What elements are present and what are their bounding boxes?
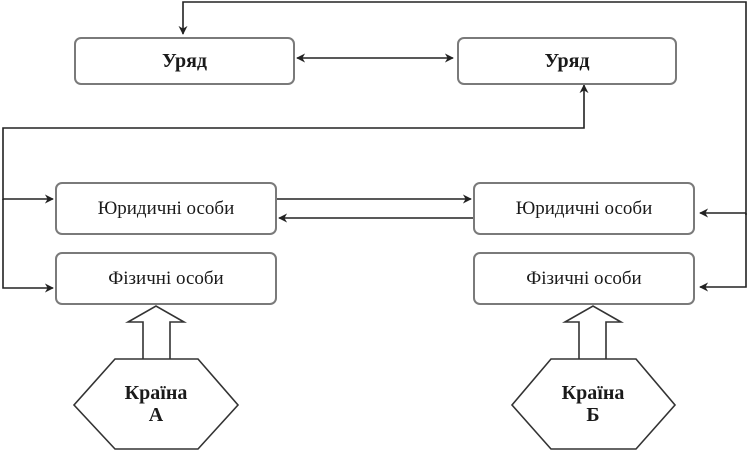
- gov-a-label: Уряд: [161, 49, 208, 72]
- edge-left-loop-to-gov-b: [2, 84, 589, 200]
- block-arrow-country-b: [561, 305, 625, 360]
- country-b-line2: Б: [586, 404, 600, 426]
- country-b-label: Країна Б: [537, 382, 649, 426]
- gov-a-box: Уряд: [74, 37, 295, 85]
- block-arrow-country-a: [124, 305, 188, 360]
- legal-b-label: Юридичні особи: [515, 197, 653, 219]
- phys-b-label: Фізичні особи: [526, 267, 642, 289]
- edge-right-loop-to-phys-b: [699, 213, 747, 292]
- legal-a-box: Юридичні особи: [55, 182, 277, 235]
- country-b-line1: Країна: [561, 382, 625, 404]
- legal-b-box: Юридичні особи: [473, 182, 695, 235]
- edge-left-loop-to-phys-a: [2, 199, 54, 293]
- phys-b-box: Фізичні особи: [473, 252, 695, 305]
- gov-b-label: Уряд: [544, 49, 590, 72]
- country-a-hexagon: [72, 358, 240, 450]
- country-b-hexagon: [510, 358, 677, 450]
- country-a-line1: Країна: [124, 382, 188, 404]
- country-a-label: Країна А: [100, 382, 212, 426]
- phys-a-box: Фізичні особи: [55, 252, 277, 305]
- phys-a-label: Фізичні особи: [108, 267, 224, 289]
- country-a-line2: А: [148, 404, 164, 426]
- gov-b-box: Уряд: [457, 37, 677, 85]
- legal-a-label: Юридичні особи: [97, 197, 235, 219]
- edge-right-loop-to-gov-a: [178, 1, 747, 215]
